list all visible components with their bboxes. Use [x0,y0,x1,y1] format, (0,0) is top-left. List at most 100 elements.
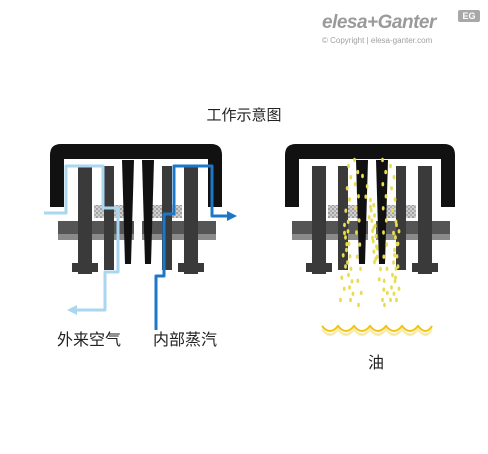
oil-droplet [374,234,378,239]
right-outer-stem-r [418,166,432,274]
oil-droplet [345,247,348,253]
oil-droplet [395,254,399,259]
oil-droplet [392,175,396,180]
oil-droplet [390,285,393,290]
oil-droplet [382,254,386,259]
oil-droplet [348,197,351,202]
brand-logo: elesa+Ganter EG © Copyright | elesa-gant… [322,10,482,50]
right-foot-l [306,263,332,272]
oil-droplet [364,194,368,199]
oil-droplet [351,291,355,296]
oil-droplet [358,242,362,247]
oil-droplet [375,254,379,259]
oil-droplet [347,272,350,278]
brand-name: elesa+Ganter [322,12,436,33]
oil-pool [321,324,433,332]
oil-droplet [394,275,397,280]
label-internal-steam: 内部蒸汽 [153,330,218,349]
oil-pool-fill [322,328,432,336]
oil-droplet [347,163,350,169]
right-inner-stem-r [396,166,406,270]
oil-droplet [375,244,378,249]
oil-droplet [397,229,401,234]
oil-droplet [367,215,371,220]
oil-droplet [385,266,389,271]
left-inner-stem-r [162,166,172,270]
oil-droplet [373,213,376,218]
right-outer-stem-l [312,166,326,274]
left-outer-stem-r [184,166,198,274]
oil-droplet [383,302,386,308]
left-center-plug-l [122,160,134,264]
oil-droplet [384,194,388,199]
oil-droplet [381,206,385,211]
oil-droplet [382,278,386,283]
oil-droplet [370,218,374,223]
oil-droplet [392,230,395,236]
oil-droplet [373,223,377,228]
oil-droplet [359,290,363,296]
oil-droplet [372,203,376,208]
oil-droplet [354,206,358,211]
oil-droplet [382,230,385,235]
oil-droplet [393,197,397,202]
oil-droplet [365,184,369,189]
oil-droplet [359,266,362,271]
right-valve [285,144,455,336]
oil-droplet [345,186,349,191]
oil-droplet [393,279,397,284]
oil-droplet [372,249,376,254]
left-foot-r [178,263,204,272]
oil-droplet [356,278,360,283]
internal-steam-flow [154,164,237,330]
right-cap [285,144,455,207]
oil-droplet [384,218,388,223]
oil-droplet [384,169,388,175]
oil-droplet [348,285,351,290]
left-valve [44,144,237,330]
left-inner-stem-l [104,166,114,270]
oil-droplet [357,194,360,199]
oil-droplet [393,247,396,253]
oil-droplet [355,230,358,235]
left-foot-l [72,263,98,272]
oil-droplet [344,235,347,240]
oil-droplet [392,291,396,296]
oil-droplet [340,275,344,280]
left-center-gap [134,160,142,264]
oil-droplet [396,241,400,246]
oil-droplet [389,163,392,169]
oil-droplet [395,297,398,303]
oil-droplet [381,182,385,187]
oil-droplet [346,229,350,234]
oil-droplet [379,266,382,272]
oil-droplet [349,175,353,180]
oil-droplet [371,228,374,234]
diagram-title: 工作示意图 [206,106,282,124]
right-inner-stem-l [338,166,348,270]
oil-droplet [391,272,394,278]
right-center-plug-l [356,160,368,264]
label-outside-air: 外来空气 [57,330,122,349]
oil-droplet [396,264,400,269]
oil-droplet [395,222,398,228]
oil-droplet [353,157,356,163]
oil-droplet [355,254,359,259]
oil-droplet [377,277,381,282]
oil-droplet [339,297,342,303]
oil-droplet [390,186,393,191]
oil-droplet [394,235,397,240]
oil-droplet [346,260,349,265]
oil-droplet [381,157,384,163]
oil-droplet [385,290,389,296]
oil-droplet [357,218,361,223]
oil-droplet [344,208,348,213]
oil-droplet [343,222,346,228]
oil-droplet [394,266,398,271]
oil-droplet [373,259,376,265]
oil-droplets [339,157,401,308]
oil-droplet [369,208,373,213]
oil-droplet [345,242,349,247]
